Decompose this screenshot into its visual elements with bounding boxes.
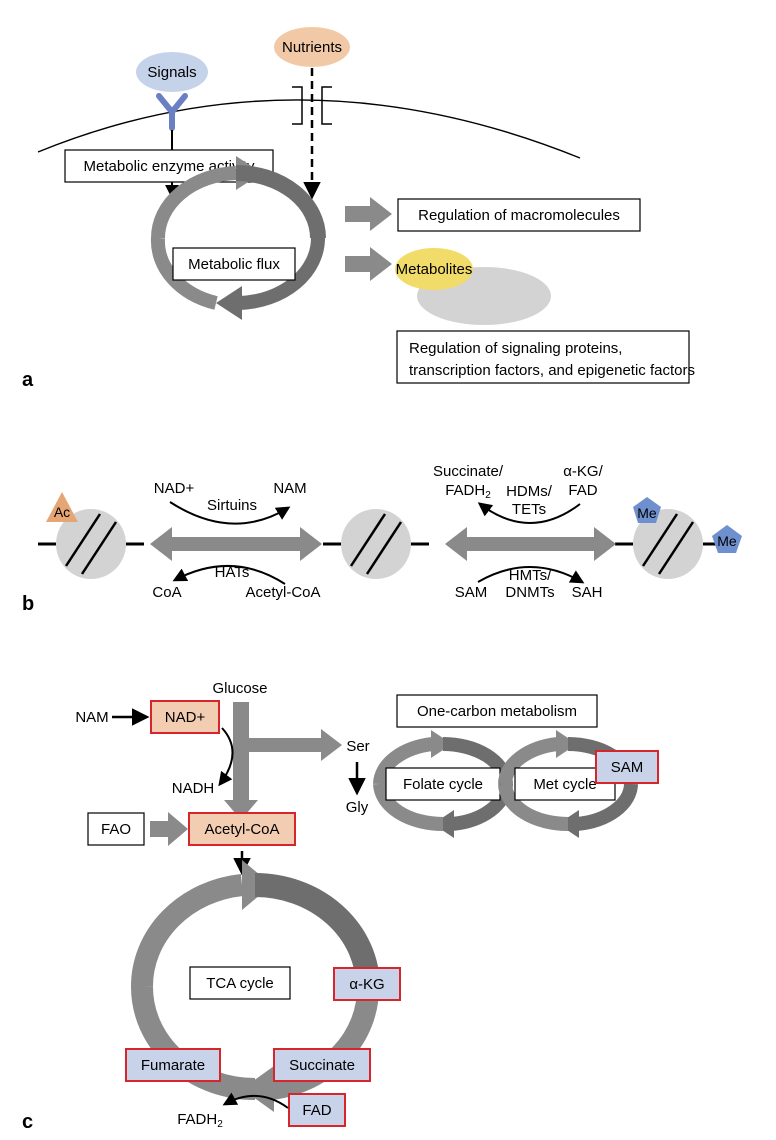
receptor-icon [156, 93, 188, 131]
methyl-pentagon-icon [712, 525, 742, 553]
coa-label: CoA [152, 584, 181, 601]
dnmts-label: DNMTs [505, 584, 554, 601]
metabolite-arrow [345, 247, 392, 281]
akg-label: α-KG [349, 976, 384, 993]
one-carbon-box [396, 694, 598, 728]
serine-branch [249, 738, 321, 752]
hats-label: HATs [215, 564, 250, 581]
metabolic-flux-label: Metabolic flux [188, 256, 280, 273]
metabolic-flux-box [172, 247, 296, 281]
glucose-label: Glucose [212, 680, 267, 697]
fad-box [288, 1093, 346, 1127]
metabolic-flux-cycle [150, 156, 326, 320]
me-label-2: Me [717, 533, 737, 549]
nutrients-label: Nutrients [282, 39, 342, 56]
met-cycle-label: Met cycle [533, 776, 596, 793]
nad-plus-label: NAD+ [165, 709, 206, 726]
signals-label: Signals [147, 64, 196, 81]
succinate-label: Succinate [289, 1057, 355, 1074]
tca-cycle-box [189, 966, 291, 1000]
akg-fad-label: α-KG/ [563, 463, 603, 480]
nam-label: NAM [75, 709, 108, 726]
sam-label: SAM [455, 584, 488, 601]
hdms-label: HDMs/ [506, 483, 553, 500]
fad-label: FAD [568, 482, 597, 499]
nad-reduction-arrow [218, 727, 234, 787]
panel-c: Glucose Ser Gly NAM NAD+ NADH FAO Acetyl… [22, 680, 659, 1133]
signals-ellipse [136, 52, 208, 92]
one-carbon-label: One-carbon metabolism [417, 703, 577, 720]
regulation-signaling-line2: transcription factors, and epigenetic fa… [409, 362, 695, 379]
panel-b: Ac Me Me NAD+ NAM Sirtuins HATs CoA Acet… [22, 463, 742, 615]
serine-arrowhead [321, 729, 342, 761]
fao-box [87, 812, 145, 846]
hat-reaction-arrow [172, 565, 286, 585]
acetyl-coa-box [188, 812, 296, 846]
acetyl-coa-label: Acetyl-CoA [245, 584, 320, 601]
metabolites-ellipse [395, 248, 473, 290]
methyl-pentagon-icon [633, 497, 661, 523]
regulation-macromolecules-label: Regulation of macromolecules [418, 207, 620, 224]
regulation-signaling-line1: Regulation of signaling proteins, [409, 340, 622, 357]
acetyl-triangle-icon [46, 492, 78, 522]
fao-arrow [150, 812, 188, 846]
hmts-label: HMTs/ [509, 567, 552, 584]
nad-plus-label: NAD+ [154, 480, 195, 497]
fadh2-label: FADH2 [445, 482, 491, 501]
me-label-1: Me [637, 505, 657, 521]
tets-label: TETs [512, 501, 546, 518]
fad-label: FAD [302, 1102, 331, 1119]
metabolites-label: Metabolites [396, 261, 473, 278]
methylation-double-arrow [445, 527, 616, 561]
sirtuins-label: Sirtuins [207, 497, 257, 514]
ser-label: Ser [346, 738, 369, 755]
acetylation-double-arrow [150, 527, 322, 561]
succinate-box [273, 1048, 371, 1082]
sam-label: SAM [611, 759, 644, 776]
sah-label: SAH [572, 584, 603, 601]
ac-label: Ac [54, 504, 70, 520]
transporter-icon [292, 86, 332, 125]
sirtuin-reaction-arrow [169, 501, 291, 525]
panel-c-label: c [22, 1111, 33, 1133]
unmodified-nucleosome [341, 509, 411, 579]
succinate-label: Succinate/ [433, 463, 504, 480]
panel-a-label: a [22, 369, 34, 391]
nutrients-ellipse [274, 27, 350, 67]
demethylation-reaction-arrow [477, 502, 581, 524]
fad-reduction-arrow [222, 1092, 289, 1109]
glycolysis-trunk [233, 702, 249, 800]
panel-a: Signals Nutrients Metabolic enzyme activ… [22, 27, 695, 391]
folate-cycle-label: Folate cycle [403, 776, 483, 793]
tca-cycle-label: TCA cycle [206, 975, 274, 992]
fao-label: FAO [101, 821, 131, 838]
cell-membrane [37, 99, 581, 159]
nad-plus-box [150, 700, 220, 734]
glycolysis-arrowhead [224, 800, 258, 820]
gly-label: Gly [346, 799, 369, 816]
acetyl-coa-label: Acetyl-CoA [204, 821, 279, 838]
panel-b-label: b [22, 593, 34, 615]
folate-cycle-box [385, 767, 501, 801]
fumarate-box [125, 1048, 221, 1082]
regulation-macromolecules-box [397, 198, 641, 232]
fumarate-label: Fumarate [141, 1057, 205, 1074]
macromolecule-arrow [345, 197, 392, 231]
methylation-reaction-arrow [477, 566, 585, 584]
methylated-nucleosome [633, 509, 703, 579]
regulation-signaling-box [396, 330, 690, 384]
sam-box [595, 750, 659, 784]
nam-label: NAM [273, 480, 306, 497]
nadh-label: NADH [172, 780, 215, 797]
akg-box [333, 967, 401, 1001]
acetylated-nucleosome [56, 509, 126, 579]
fadh2-label: FADH2 [177, 1111, 223, 1130]
